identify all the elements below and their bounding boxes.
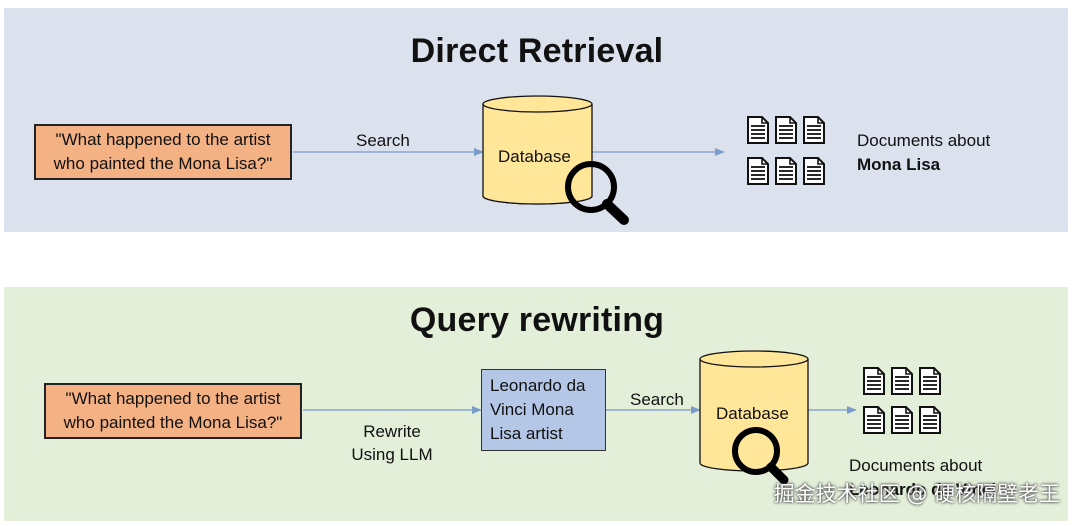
document-icon <box>775 157 797 185</box>
magnifier-icon <box>732 427 789 485</box>
direct-database-label: Database <box>498 147 571 166</box>
document-icon <box>863 406 885 434</box>
document-icon <box>863 367 885 395</box>
direct-retrieval-title: Direct Retrieval <box>410 32 664 70</box>
direct-docs-label: Documents about <box>857 131 991 150</box>
direct-query-box: "What happened to the artist who painted… <box>34 124 292 180</box>
watermark: 掘金技术社区 @ 硬核隔壁老王 <box>773 482 1060 506</box>
document-icon <box>775 116 797 144</box>
magnifier-icon <box>565 161 629 225</box>
query-rewriting-title: Query rewriting <box>409 301 665 339</box>
rewrite-query-box: "What happened to the artist who painted… <box>44 383 302 439</box>
rewrite-label-line2: Using LLM <box>351 445 433 464</box>
document-icon <box>803 157 825 185</box>
document-icon <box>747 157 769 185</box>
direct-docs-topic: Mona Lisa <box>857 155 941 174</box>
document-icon <box>891 367 913 395</box>
document-icon <box>919 406 941 434</box>
rewrite-search-label: Search <box>630 390 684 409</box>
rewrite-documents-group <box>863 367 941 434</box>
rewritten-query-box: Leonardo da Vinci Mona Lisa artist <box>481 369 606 451</box>
direct-search-label: Search <box>356 131 410 150</box>
direct-database-cylinder <box>482 95 593 205</box>
direct-documents-group <box>747 116 825 185</box>
document-icon <box>747 116 769 144</box>
document-icon <box>891 406 913 434</box>
rewrite-docs-label: Documents about <box>849 456 983 475</box>
document-icon <box>919 367 941 395</box>
rewrite-database-label: Database <box>716 404 789 423</box>
rewrite-docs-topic: Leonardo da Vinci <box>849 480 997 499</box>
document-icon <box>803 116 825 144</box>
rewrite-database-cylinder <box>699 350 809 472</box>
rewrite-label-line1: Rewrite <box>363 422 421 441</box>
